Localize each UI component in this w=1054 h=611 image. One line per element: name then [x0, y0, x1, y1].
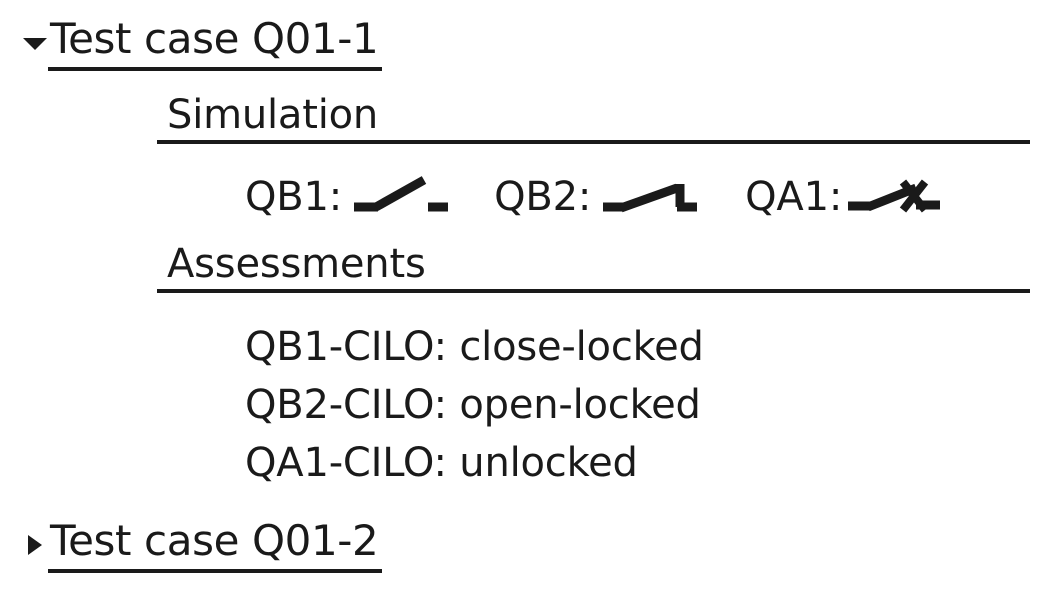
switch-open-icon: [352, 172, 450, 222]
section-divider-simulation: [157, 140, 1030, 144]
assessment-row-qa1: QA1-CILO: unlocked: [245, 440, 638, 486]
assessment-row-qb1: QB1-CILO: close-locked: [245, 324, 704, 370]
device-qa1: QA1:: [745, 172, 944, 222]
simulation-device-row: QB1: QB2:: [245, 168, 944, 226]
assessment-row-qb2: QB2-CILO: open-locked: [245, 382, 701, 428]
assessment-list: QB1-CILO: close-locked QB2-CILO: open-lo…: [245, 318, 704, 492]
device-label-qb2: QB2:: [494, 174, 592, 220]
test-case-header-q01-2[interactable]: Test case Q01-2: [18, 517, 383, 573]
section-simulation: Simulation: [157, 92, 1030, 144]
triangle-down-icon[interactable]: [18, 16, 48, 70]
circuit-breaker-closed-icon: [846, 172, 944, 222]
device-label-qa1: QA1:: [745, 174, 843, 220]
test-case-title: Test case Q01-1: [48, 15, 383, 71]
switch-closed-icon: [601, 172, 699, 222]
test-case-header-q01-1[interactable]: Test case Q01-1: [18, 15, 383, 71]
device-label-qb1: QB1:: [245, 174, 343, 220]
test-case-title: Test case Q01-2: [48, 517, 383, 573]
section-assessments: Assessments: [157, 241, 1030, 293]
triangle-right-icon[interactable]: [18, 518, 48, 572]
section-divider-assessments: [157, 289, 1030, 293]
device-qb1: QB1:: [245, 172, 450, 222]
section-title-simulation: Simulation: [167, 92, 379, 138]
device-qb2: QB2:: [494, 172, 699, 222]
section-title-assessments: Assessments: [167, 241, 426, 287]
